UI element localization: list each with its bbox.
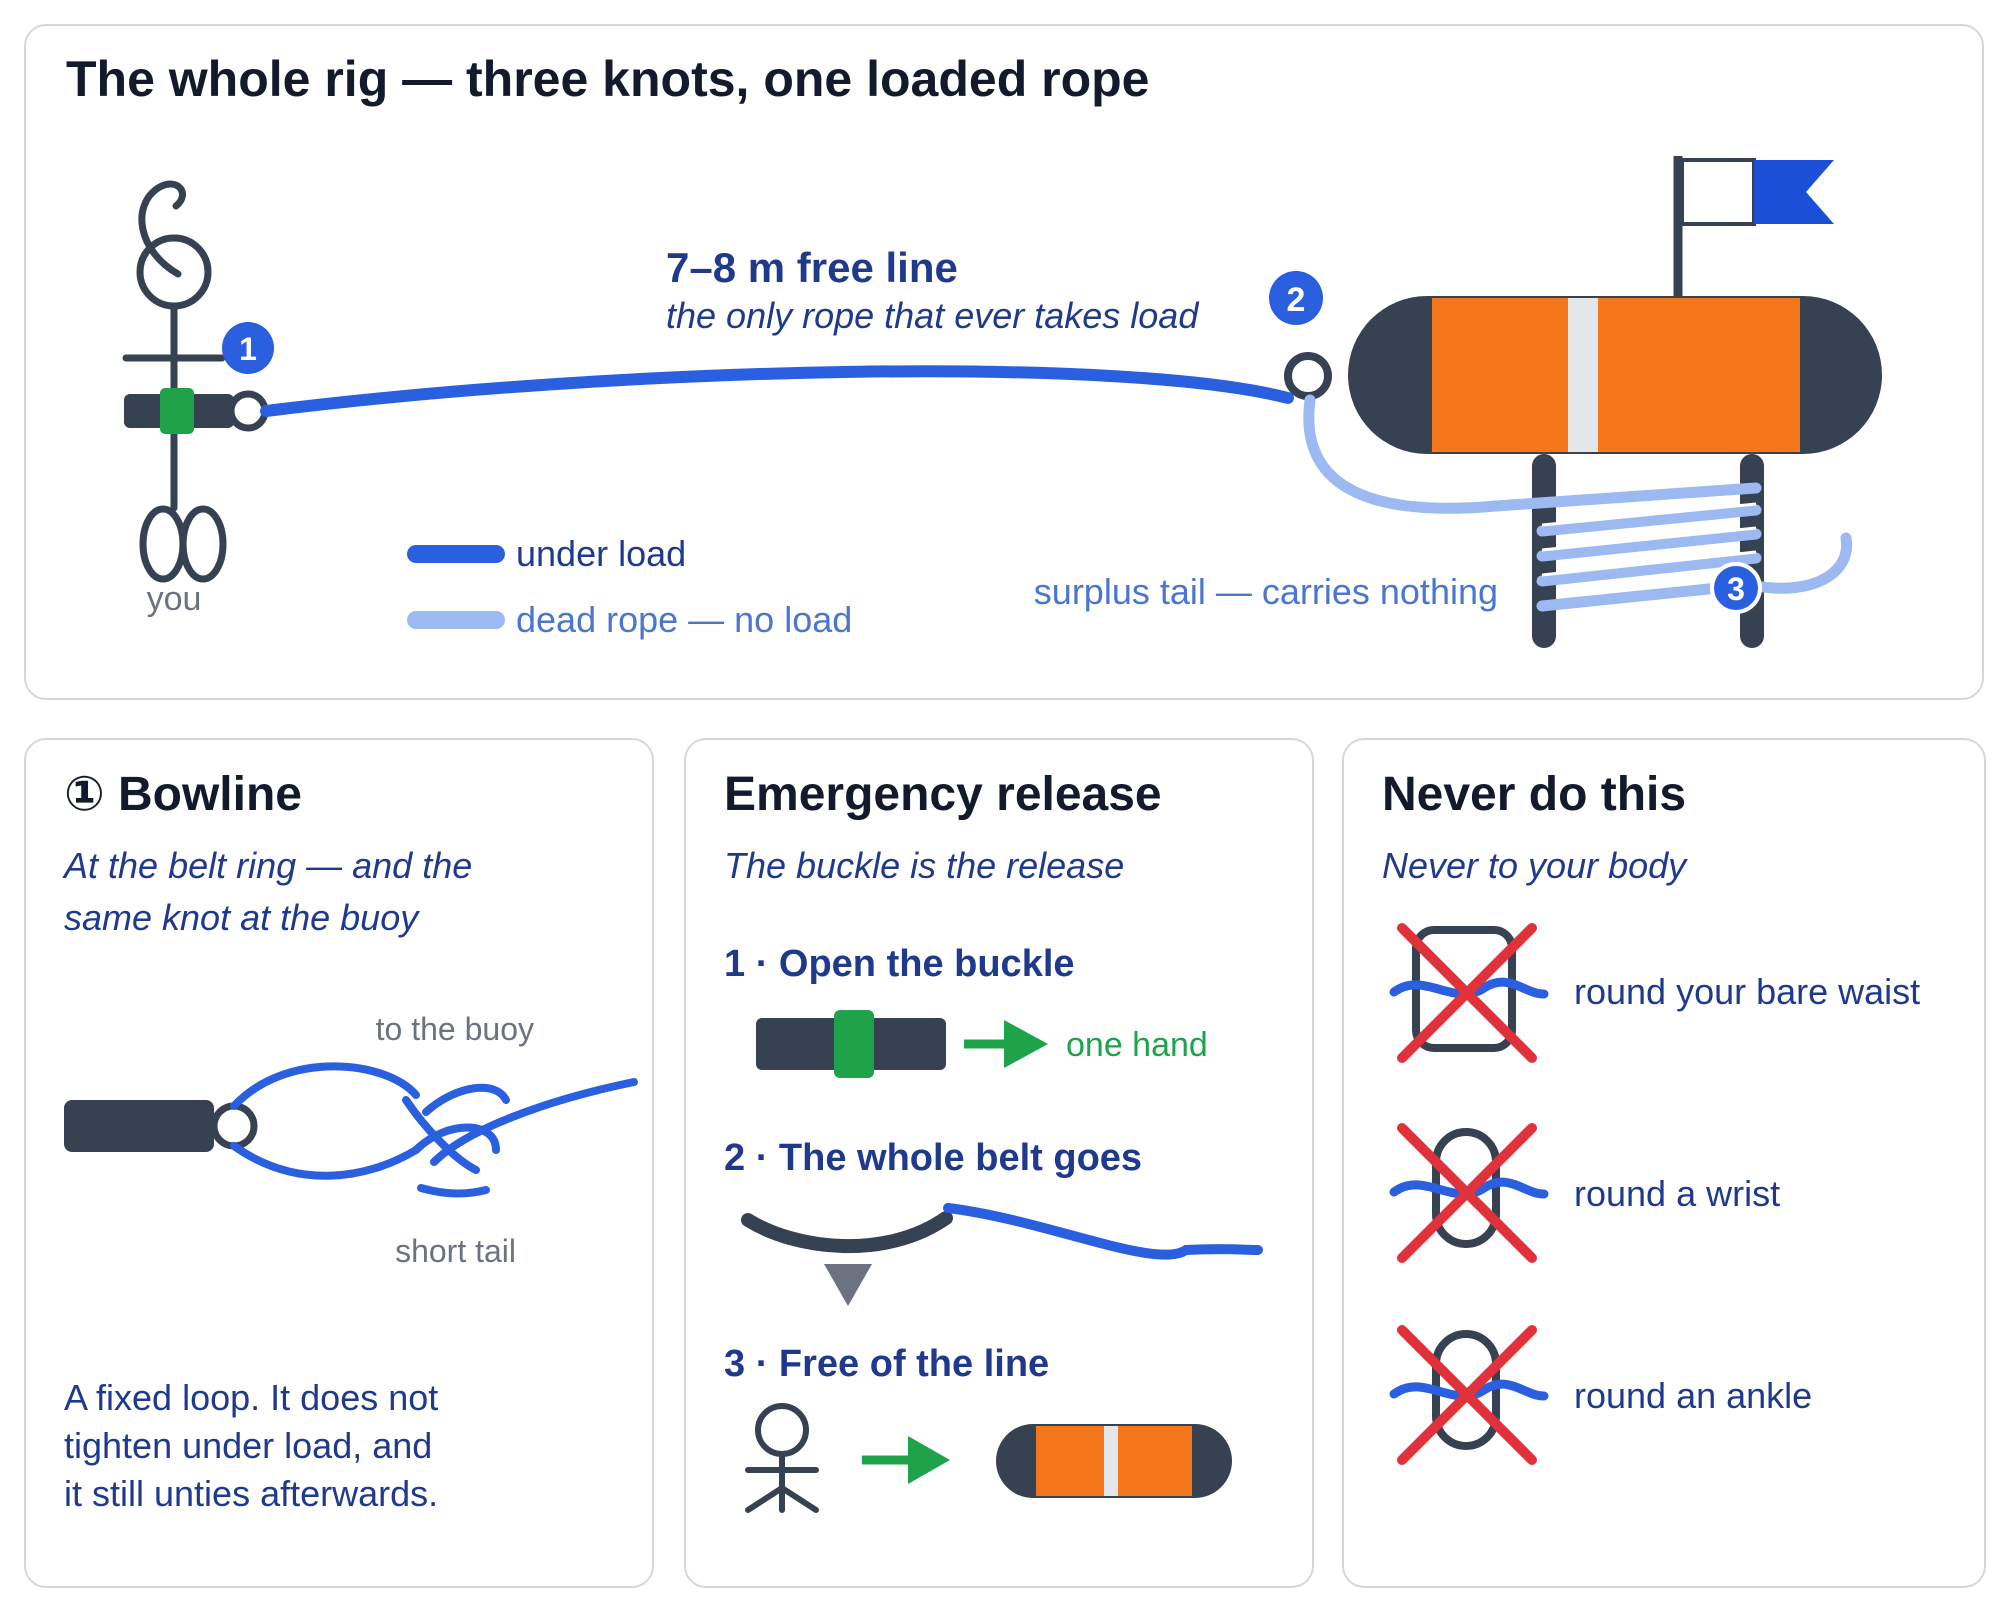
surplus-tail-label: surplus tail — carries nothing — [1034, 571, 1498, 612]
release-step1: 1 · Open the buckle — [724, 943, 1075, 985]
never-item-wrist: round a wrist — [1574, 1173, 1780, 1214]
person-figure — [122, 180, 227, 583]
belt-ring — [227, 390, 269, 432]
arrow-down-icon — [824, 1264, 872, 1306]
buoy-icon — [996, 1424, 1232, 1498]
rig-diagram: The whole rig — three knots, one loaded … — [66, 51, 1882, 648]
flag-icon — [1673, 156, 1834, 296]
free-person-icon — [745, 1403, 819, 1513]
ankle-icon — [1389, 1325, 1549, 1465]
never-title: Never do this — [1382, 768, 1686, 821]
bowline-sub-line1: At the belt ring — and the — [62, 845, 472, 886]
bowline-desc-line2: tighten under load, and — [64, 1425, 432, 1466]
short-tail-label: short tail — [395, 1233, 516, 1269]
release-sub: The buckle is the release — [724, 845, 1124, 886]
one-hand-label: one hand — [1066, 1026, 1208, 1064]
release-title: Emergency release — [724, 768, 1162, 821]
bowline-diagram: ① Bowline At the belt ring — and the sam… — [62, 768, 638, 1514]
knot-1-number: 1 — [239, 331, 257, 367]
knot-3-badge: 3 — [1710, 562, 1762, 614]
wrist-icon — [1389, 1123, 1549, 1263]
dead-rope-coil — [1303, 394, 1853, 612]
release-step3: 3 · Free of the line — [724, 1343, 1049, 1385]
loaded-line — [260, 365, 1294, 417]
never-item-waist: round your bare waist — [1574, 971, 1920, 1012]
bowline-title: ① Bowline — [64, 768, 302, 821]
bowline-desc-line1: A fixed loop. It does not — [64, 1377, 438, 1418]
falling-belt — [741, 1211, 953, 1254]
bowline-panel: ① Bowline At the belt ring — and the sam… — [24, 738, 654, 1588]
release-panel: Emergency release The buckle is the rele… — [684, 738, 1314, 1588]
legend-loaded-label: under load — [516, 533, 686, 574]
bowline-ring — [210, 1102, 258, 1150]
buoy-ring — [1284, 352, 1332, 400]
arrow-right-icon — [862, 1436, 950, 1484]
bare-waist-icon — [1389, 923, 1549, 1063]
line-sub-label: the only rope that ever takes load — [666, 295, 1199, 336]
legend-dead-label: dead rope — no load — [516, 599, 852, 640]
line-length-label: 7–8 m free line — [666, 244, 958, 291]
bowline-knot — [230, 1062, 638, 1198]
you-label: you — [147, 580, 202, 618]
knot-2-badge: 2 — [1269, 271, 1323, 325]
release-step2: 2 · The whole belt goes — [724, 1137, 1142, 1179]
bowline-belt-end — [64, 1100, 214, 1152]
belt-buckle — [160, 388, 194, 434]
cleat-coil-edges — [1541, 502, 1757, 577]
buoy — [1348, 296, 1882, 454]
rig-panel: The whole rig — three knots, one loaded … — [24, 24, 1984, 700]
knot-2-number: 2 — [1287, 281, 1306, 319]
rig-title: The whole rig — three knots, one loaded … — [66, 51, 1149, 107]
freed-line — [943, 1203, 1263, 1260]
never-diagram: Never do this Never to your body round y… — [1382, 768, 1920, 1465]
never-panel: Never do this Never to your body round y… — [1342, 738, 1986, 1588]
legend: under load dead rope — no load — [407, 533, 852, 640]
release-diagram: Emergency release The buckle is the rele… — [724, 768, 1263, 1513]
never-sub: Never to your body — [1382, 845, 1688, 886]
bowline-sub-line2: same knot at the buoy — [64, 897, 420, 938]
to-buoy-label: to the buoy — [376, 1011, 534, 1047]
arrow-right-icon — [964, 1020, 1048, 1068]
knot-3-number: 3 — [1727, 571, 1745, 607]
release-buckle — [834, 1010, 874, 1078]
bowline-desc-line3: it still unties afterwards. — [64, 1473, 438, 1514]
never-item-ankle: round an ankle — [1574, 1375, 1812, 1416]
knot-1-badge: 1 — [222, 322, 274, 374]
